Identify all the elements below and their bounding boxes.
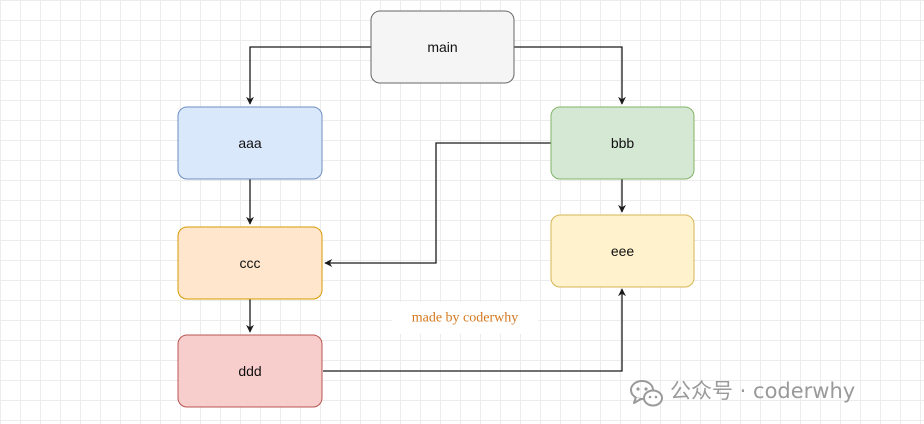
edges — [246, 46, 626, 372]
node-main-label: main — [427, 39, 457, 55]
node-aaa-label: aaa — [238, 135, 262, 151]
edge-main-to-aaa — [246, 46, 371, 105]
node-aaa[interactable]: aaa — [177, 106, 323, 180]
node-ddd[interactable]: ddd — [177, 334, 323, 408]
node-bbb-label: bbb — [611, 135, 635, 151]
node-eee[interactable]: eee — [550, 214, 695, 288]
node-ccc-label: ccc — [240, 255, 261, 271]
node-ddd-label: ddd — [238, 363, 261, 379]
watermark: made by coderwhy — [392, 302, 538, 334]
edge-ddd-to-eee — [323, 288, 626, 372]
edge-bbb-to-ccc — [324, 142, 551, 267]
edge-main-to-bbb — [514, 46, 626, 105]
brand-footer: 公众号 · coderwhy — [630, 379, 855, 407]
node-eee-label: eee — [611, 243, 635, 259]
node-main[interactable]: main — [370, 10, 515, 84]
wechat-icon — [630, 380, 663, 407]
watermark-text: made by coderwhy — [412, 311, 519, 326]
node-ccc[interactable]: ccc — [177, 226, 323, 300]
node-bbb[interactable]: bbb — [550, 106, 695, 180]
brand-text: 公众号 · coderwhy — [670, 379, 855, 403]
